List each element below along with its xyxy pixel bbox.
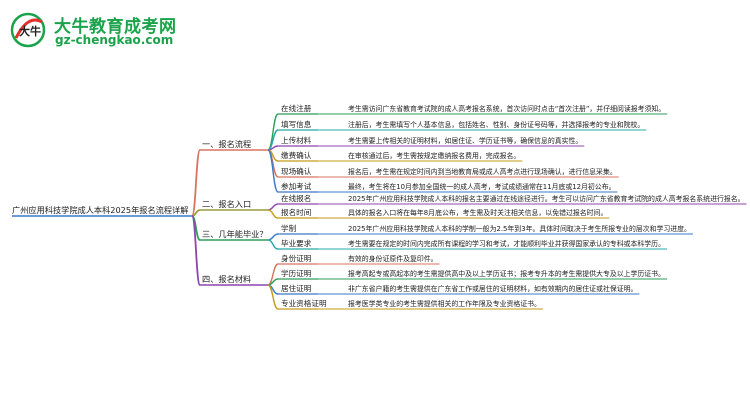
child-connector (267, 278, 279, 286)
child-label[interactable]: 居住证明 (281, 283, 312, 293)
branch-label[interactable]: 一、报名流程 (202, 139, 251, 149)
child-label[interactable]: 在线报名 (281, 193, 311, 203)
child-label[interactable]: 毕业要求 (281, 238, 312, 248)
detail-text: 注册后，考生需填写个人基本信息，包括姓名、性别、身份证号码等，并选择报考的专业和… (348, 120, 644, 129)
detail-text: 考生需访问广东省教育考试院的成人高考报名系统，首次访问时点击“首次注册”，并仔细… (348, 104, 665, 113)
detail-text: 报名后，考生需在规定时间内到当地教育局或成人高考点进行现场确认，进行信息采集。 (348, 167, 617, 176)
child-label[interactable]: 报名时间 (281, 207, 311, 217)
child-label[interactable]: 学制 (281, 223, 297, 233)
detail-text: 有效的身份证原件及复印件。 (348, 254, 438, 263)
branch-label[interactable]: 二、报名入口 (202, 199, 251, 209)
logo-url: gz-chengkao.com (55, 33, 174, 47)
detail-text: 考生需要上传相关的证明材料，如居住证、学历证书等，确保信息的真实性。 (348, 136, 582, 145)
child-connector (267, 239, 279, 250)
site-logo[interactable]: 大牛 大牛教育成考网 gz-chengkao.com (8, 8, 228, 48)
child-label[interactable]: 学历证明 (281, 268, 312, 278)
child-label[interactable]: 填写信息 (281, 119, 312, 129)
child-label[interactable]: 缴费确认 (281, 150, 312, 160)
child-label[interactable]: 专业资格证明 (281, 298, 327, 308)
logo-mark-icon: 大牛 (10, 12, 46, 48)
branch-connector (191, 215, 201, 286)
mindmap-root-label: 广州应用科技学院成人本科2025年报名流程详解 (12, 205, 188, 215)
child-label[interactable]: 现场确认 (281, 166, 312, 176)
logo-mark-text: 大牛 (19, 24, 41, 38)
child-connector (267, 203, 279, 211)
child-label[interactable]: 参加考试 (281, 181, 312, 191)
child-connector (267, 284, 279, 310)
child-connector (267, 233, 279, 241)
detail-text: 2025年广州应用科技学院成人本科的学制一般为2.5年到3年。具体时间取决于考生… (348, 224, 691, 233)
branch-connector (191, 149, 201, 217)
branch-label[interactable]: 四、报名材料 (202, 274, 251, 284)
detail-text: 非广东省户籍的考生需提供在广东省工作或居住的证明材料，如有效期内的居住证或社保证… (348, 284, 637, 293)
child-label[interactable]: 上传材料 (281, 135, 312, 145)
logo-title: 大牛教育成考网 (54, 17, 177, 37)
child-connector (267, 113, 279, 151)
detail-text: 考生需要在规定的时间内完成所有课程的学习和考试，才能顺利毕业并获得国家承认的专科… (348, 239, 665, 248)
detail-text: 具体的报名入口将在每年8月底公布，考生需及时关注相关信息，以免错过报名时间。 (348, 208, 607, 217)
detail-text: 最终，考生将在10月参加全国统一的成人高考，考试成绩通常在11月底或12月初公布… (348, 182, 615, 191)
child-connector (267, 209, 279, 219)
detail-text: 2025年广州应用科技学院成人本科的报名主要通过在线途径进行。考生可以访问广东省… (348, 194, 745, 203)
child-connector (267, 149, 279, 193)
detail-text: 报考医学类专业的考生需提供相关的工作年限及专业资格证书。 (348, 299, 541, 308)
child-label[interactable]: 身份证明 (281, 253, 312, 263)
detail-text: 报考高起专或高起本的考生需提供高中及以上学历证书；报考专升本的考生需提供大专及以… (348, 269, 665, 278)
branch-label[interactable]: 三、几年能毕业？ (202, 229, 268, 239)
detail-text: 在审核通过后，考生需按规定缴纳报名费用，完成报名。 (348, 151, 520, 160)
child-label[interactable]: 在线注册 (281, 103, 312, 113)
